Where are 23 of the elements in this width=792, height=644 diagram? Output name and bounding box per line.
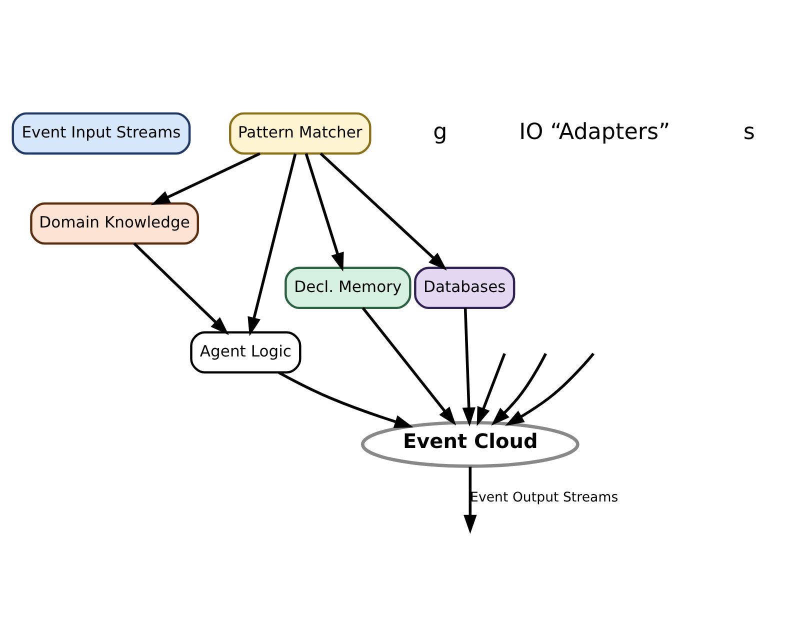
label: s	[743, 119, 755, 146]
node-box: Pattern Matcher	[229, 112, 372, 155]
arrow	[476, 353, 506, 426]
arrow	[248, 153, 297, 336]
arrow	[304, 153, 344, 272]
edge-label: Event Output Streams	[470, 490, 618, 506]
arrow	[505, 352, 595, 426]
arrow	[133, 242, 229, 336]
node-box: Databases	[414, 266, 516, 310]
arrow	[464, 466, 477, 534]
label: IO “Adapters”	[519, 119, 670, 146]
node-box: Agent Logic	[190, 331, 302, 374]
node-box: Domain Knowledge	[30, 202, 200, 245]
node-ellipse: Event Cloud	[361, 420, 580, 468]
node-box: Event Input Streams	[12, 112, 191, 155]
node-box: Decl. Memory	[284, 266, 412, 310]
arrow	[491, 352, 547, 426]
arrow	[320, 152, 447, 270]
label: g	[433, 119, 448, 146]
arrow	[462, 308, 476, 426]
arrow	[278, 371, 414, 428]
arrow	[150, 152, 260, 206]
arrow	[362, 307, 456, 426]
